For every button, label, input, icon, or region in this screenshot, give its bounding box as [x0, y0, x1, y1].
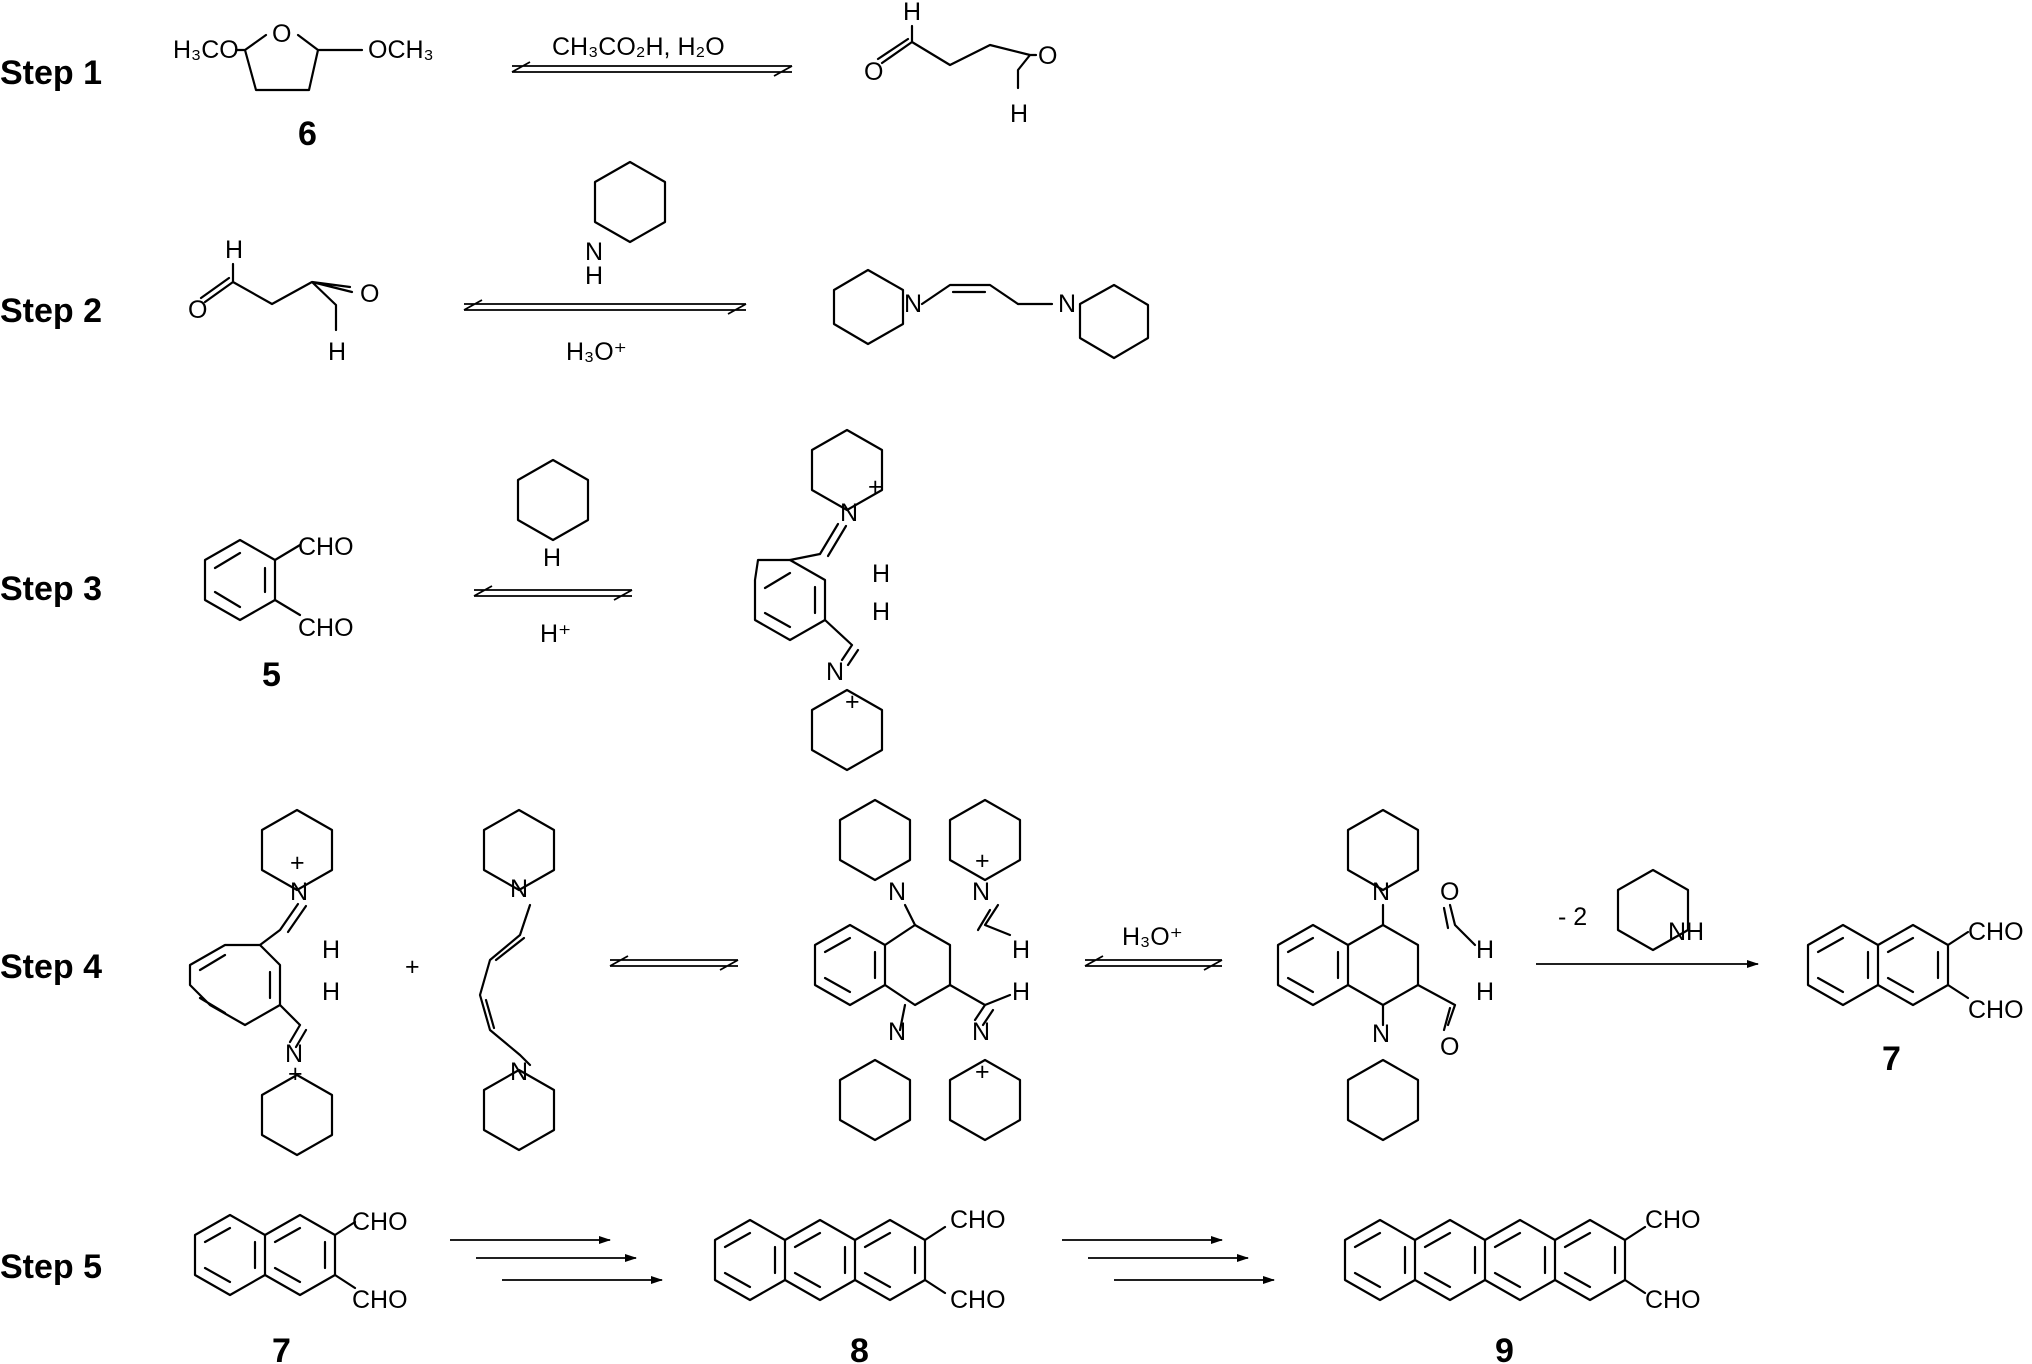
- elimination-arrow-step4: - 2 NH: [1536, 868, 1759, 968]
- svg-text:H: H: [543, 544, 561, 572]
- compound-5-label: 5: [262, 656, 281, 694]
- step-1-label: Step 1: [0, 54, 102, 92]
- compound-7-step5-label: 7: [272, 1332, 291, 1364]
- svg-text:OCH₃: OCH₃: [368, 36, 434, 64]
- svg-text:O: O: [1440, 878, 1459, 906]
- phthalaldehyde-5: CHO CHO 5: [203, 533, 354, 694]
- equilibrium-arrow-step4b: H₃O⁺: [1084, 923, 1223, 971]
- svg-text:H: H: [872, 598, 890, 626]
- svg-text:N: N: [888, 1018, 906, 1046]
- svg-text:N: N: [1372, 1020, 1390, 1048]
- svg-text:N: N: [904, 290, 922, 318]
- svg-text:N: N: [285, 1040, 303, 1068]
- svg-text:H: H: [903, 0, 921, 26]
- svg-text:CHO: CHO: [1645, 1206, 1701, 1234]
- step-3-label: Step 3: [0, 570, 102, 608]
- svg-text:O: O: [1440, 1033, 1459, 1061]
- svg-text:+: +: [288, 1060, 303, 1088]
- svg-text:N: N: [888, 878, 906, 906]
- svg-text:O: O: [272, 20, 291, 48]
- succinaldehyde-step2: H O O H: [188, 236, 379, 366]
- svg-text:H: H: [1012, 978, 1030, 1006]
- tetracene-dicarbaldehyde-9: CHO CHO 9: [1343, 1206, 1701, 1364]
- svg-text:N: N: [972, 878, 990, 906]
- svg-text:CHO: CHO: [1968, 996, 2024, 1024]
- svg-text:H: H: [1012, 936, 1030, 964]
- svg-text:H: H: [322, 936, 340, 964]
- svg-text:N: N: [1058, 290, 1076, 318]
- svg-text:H: H: [322, 978, 340, 1006]
- dialdehyde-intermediate-step4: N O H H O N: [1276, 808, 1494, 1142]
- svg-text:N: N: [840, 499, 858, 527]
- compound-9-label: 9: [1495, 1332, 1514, 1364]
- svg-text:H: H: [225, 236, 243, 264]
- svg-text:H: H: [328, 338, 346, 366]
- svg-text:CHO: CHO: [1645, 1286, 1701, 1314]
- svg-text:N: N: [290, 878, 308, 906]
- svg-text:+: +: [845, 688, 860, 716]
- naphthalene-dicarbaldehyde-7: CHO CHO 7: [1806, 918, 2024, 1078]
- svg-text:+: +: [975, 1058, 990, 1086]
- svg-text:H: H: [872, 560, 890, 588]
- compound-7-label: 7: [1882, 1040, 1901, 1078]
- step4-elimination-count: - 2: [1558, 903, 1587, 931]
- svg-text:H: H: [1476, 936, 1494, 964]
- step-5-label: Step 5: [0, 1248, 102, 1286]
- equilibrium-arrow-step1: CH₃CO₂H, H₂O: [511, 33, 793, 77]
- svg-text:H: H: [1010, 100, 1028, 128]
- equilibrium-arrow-step4a: [609, 955, 739, 971]
- equilibrium-arrow-step2: H₃O⁺: [463, 299, 747, 366]
- svg-text:CHO: CHO: [298, 614, 354, 642]
- svg-text:N: N: [1372, 878, 1390, 906]
- anthracene-dicarbaldehyde-8: CHO CHO 8: [713, 1206, 1006, 1364]
- bis-iminium-reactant-step4: N + H H N +: [188, 808, 340, 1157]
- svg-text:CHO: CHO: [352, 1286, 408, 1314]
- svg-text:+: +: [975, 847, 990, 875]
- svg-text:CHO: CHO: [1968, 918, 2024, 946]
- plus-sign: +: [405, 953, 420, 981]
- dienamine-product-step2: N N: [832, 268, 1150, 360]
- svg-text:N: N: [972, 1018, 990, 1046]
- svg-text:O: O: [360, 280, 379, 308]
- svg-text:NH: NH: [1668, 918, 1704, 946]
- piperidine-reagent-step3: H: [516, 458, 590, 572]
- dienamine-reactant-step4: N N: [478, 808, 556, 1152]
- step4-conditions: H₃O⁺: [1122, 923, 1183, 951]
- svg-text:CHO: CHO: [950, 1206, 1006, 1234]
- multistep-arrows-step5a: [450, 1236, 663, 1284]
- svg-text:N: N: [826, 658, 844, 686]
- svg-text:H: H: [585, 262, 603, 290]
- naphthalene-dicarbaldehyde-7-step5: CHO CHO 7: [193, 1208, 408, 1364]
- piperidine-reagent-step2: H N: [585, 160, 667, 290]
- svg-text:H₃CO: H₃CO: [173, 36, 239, 64]
- step3-conditions: H⁺: [540, 620, 571, 648]
- step-4-label: Step 4: [0, 948, 102, 986]
- step-2-label: Step 2: [0, 292, 102, 330]
- svg-text:+: +: [868, 473, 883, 501]
- svg-text:N: N: [510, 1058, 528, 1086]
- succinaldehyde-product-step1: H O O H: [864, 0, 1057, 128]
- svg-text:N: N: [510, 875, 528, 903]
- step1-conditions: CH₃CO₂H, H₂O: [552, 33, 725, 61]
- cycloadduct-intermediate-step4: N N + H H N N +: [813, 798, 1030, 1142]
- compound-8-label: 8: [850, 1332, 869, 1364]
- svg-text:H: H: [1476, 978, 1494, 1006]
- svg-text:CHO: CHO: [352, 1208, 408, 1236]
- svg-text:CHO: CHO: [950, 1286, 1006, 1314]
- multistep-arrows-step5b: [1062, 1236, 1275, 1284]
- svg-text:O: O: [1038, 42, 1057, 70]
- dimethoxytetrahydrofuran-6: H₃CO OCH₃ O 6: [173, 20, 434, 153]
- compound-6-label: 6: [298, 115, 317, 153]
- svg-text:CHO: CHO: [298, 533, 354, 561]
- step2-conditions: H₃O⁺: [566, 338, 627, 366]
- bis-iminium-product-step3: N + H H N +: [753, 428, 890, 772]
- svg-text:N: N: [585, 238, 603, 266]
- equilibrium-arrow-step3: H⁺: [473, 585, 633, 648]
- svg-text:O: O: [864, 58, 883, 86]
- svg-text:O: O: [188, 296, 207, 324]
- svg-text:+: +: [290, 849, 305, 877]
